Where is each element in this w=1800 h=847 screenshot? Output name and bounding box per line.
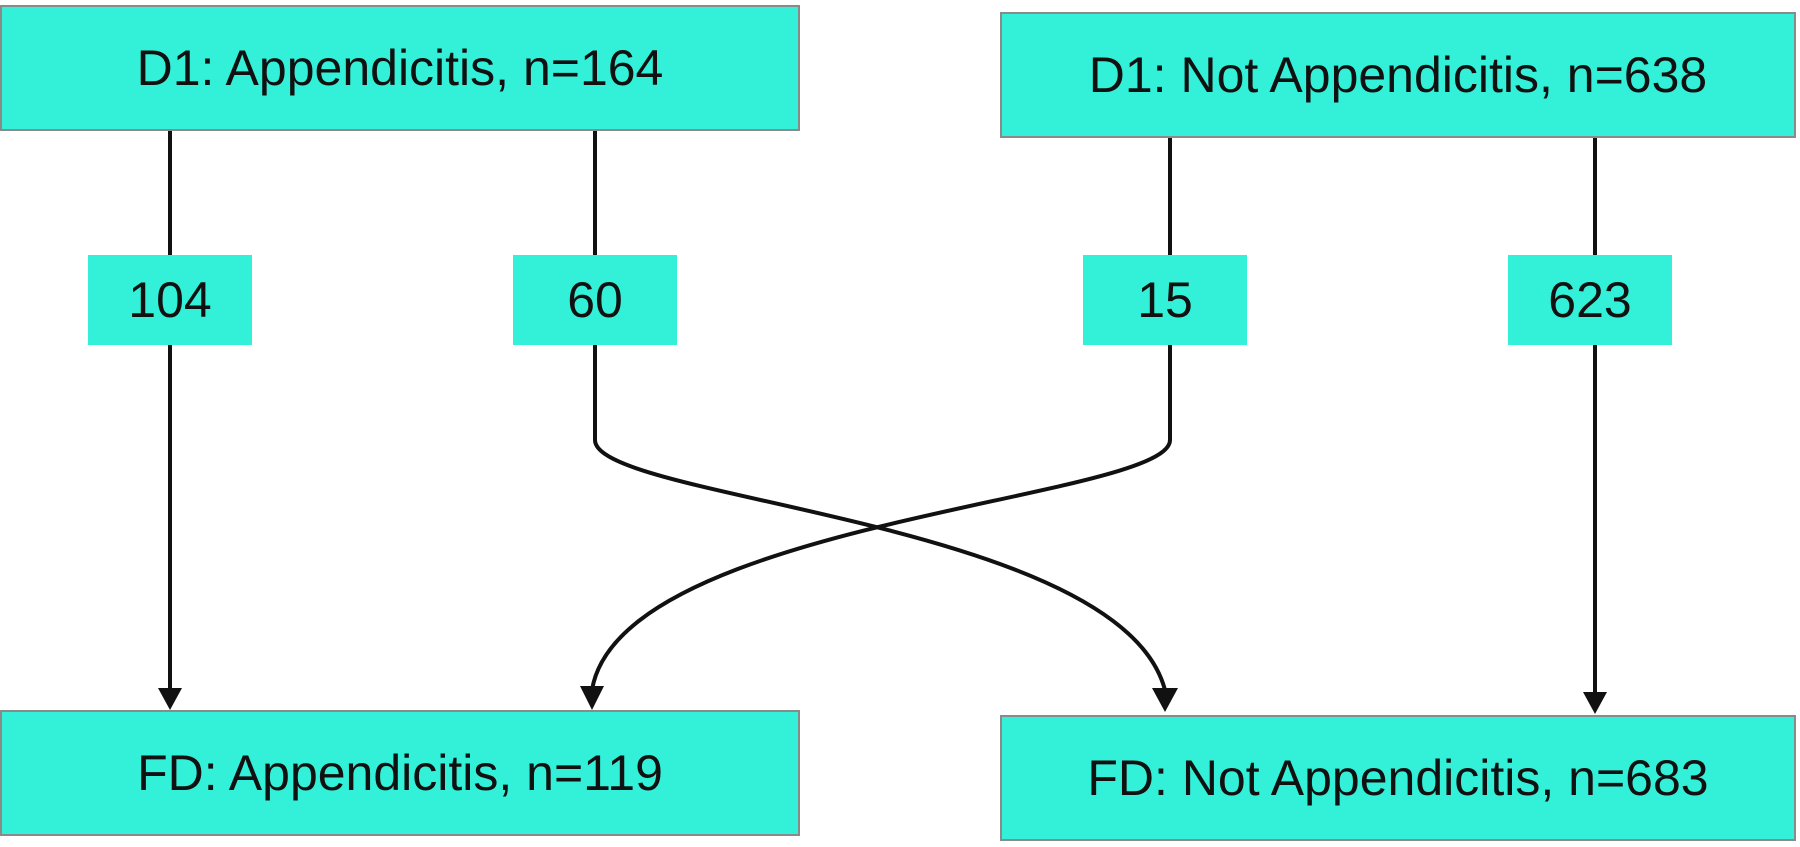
arrowhead-not-to-not [1583,692,1607,714]
arrowhead-app-to-app [158,688,182,710]
flow-count-value: 623 [1548,272,1632,328]
arrowhead-not-to-app [580,686,604,710]
d1-not-appendicitis-label: D1: Not Appendicitis, n=638 [1088,47,1708,103]
flow-count-app-to-not: 60 [513,255,677,345]
fd-appendicitis-box: FD: Appendicitis, n=119 [0,710,800,836]
fd-appendicitis-label: FD: Appendicitis, n=119 [137,745,663,801]
flow-count-not-to-app: 15 [1083,255,1247,345]
fd-not-appendicitis-box: FD: Not Appendicitis, n=683 [1000,715,1796,841]
d1-appendicitis-label: D1: Appendicitis, n=164 [136,40,664,96]
arrowhead-app-to-not [1152,688,1178,712]
fd-not-appendicitis-label: FD: Not Appendicitis, n=683 [1087,750,1709,806]
d1-not-appendicitis-box: D1: Not Appendicitis, n=638 [1000,12,1796,138]
flow-count-value: 15 [1137,272,1193,328]
arrow-app-to-not [593,131,1167,691]
flow-count-not-to-not: 623 [1508,255,1672,345]
arrow-not-to-app [590,138,1172,691]
flow-count-app-to-app: 104 [88,255,252,345]
flow-count-value: 60 [567,272,623,328]
flow-count-value: 104 [128,272,212,328]
d1-appendicitis-box: D1: Appendicitis, n=164 [0,5,800,131]
